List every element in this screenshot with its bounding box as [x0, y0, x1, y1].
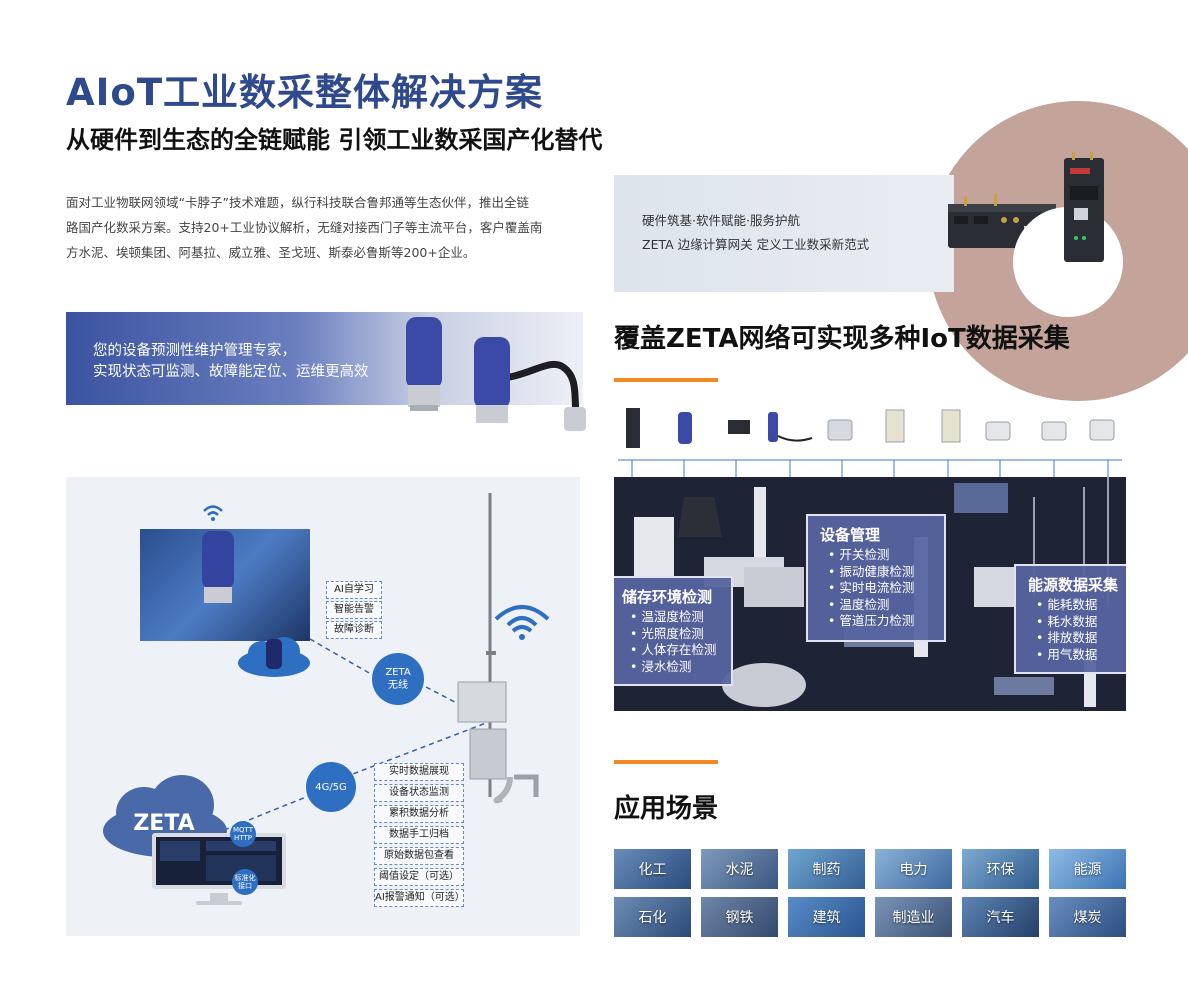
- zeta-sensor-image: [202, 531, 234, 603]
- applications-title: 应用场景: [614, 794, 719, 824]
- box-item: • 耗水数据: [1036, 613, 1098, 629]
- box-title: 设备管理: [820, 526, 881, 544]
- cellular-badge: 4G/5G: [306, 762, 356, 812]
- app-tile-coal[interactable]: 煤炭: [1049, 897, 1126, 937]
- intro-line: 路国产化数采方案。支持20+工业协议解析，无缝对接西门子等主流平台，客户覆盖南: [66, 220, 543, 235]
- equipment-management-box: 设备管理 • 开关检测 • 振动健康检测 • 实时电流检测 • 温度检测 • 管…: [806, 514, 946, 642]
- storage-environment-box: 储存环境检测 • 温湿度检测 • 光照度检测 • 人体存在检测 • 浸水检测: [614, 576, 733, 686]
- energy-data-box: 能源数据采集 • 能耗数据 • 耗水数据 • 排放数据 • 用气数据: [1014, 564, 1126, 674]
- banner-line: 实现状态可监测、故障能定位、运维更高效: [93, 364, 369, 380]
- badge-text: 接口: [238, 882, 252, 890]
- cloud-label: ZETA: [133, 811, 195, 836]
- box-item: • 光照度检测: [630, 625, 704, 641]
- app-tile-power[interactable]: 电力: [875, 849, 952, 889]
- platform-feature-label: 实时数据展现: [374, 763, 464, 781]
- box-item: • 温湿度检测: [630, 609, 704, 624]
- cloud-sensor-icon: [238, 637, 310, 677]
- sensor-device-row: [618, 408, 1122, 500]
- intro-line: 方水泥、埃顿集团、阿基拉、威立雅、圣戈班、斯泰必鲁斯等200+企业。: [66, 245, 476, 260]
- hardware-card: [614, 175, 954, 292]
- box-item: • 振动健康检测: [828, 563, 915, 579]
- app-tile-petrochemical[interactable]: 石化: [614, 897, 691, 937]
- page-title: AIoT工业数采整体解决方案: [66, 71, 544, 114]
- app-tile-energy[interactable]: 能源: [1049, 849, 1126, 889]
- badge-text: 标准化: [234, 874, 256, 882]
- box-item: • 排放数据: [1036, 630, 1098, 645]
- app-tile-environment[interactable]: 环保: [962, 849, 1039, 889]
- box-title: 能源数据采集: [1028, 576, 1119, 594]
- box-item: • 管道压力检测: [828, 613, 915, 628]
- box-item: • 实时电流检测: [828, 580, 915, 595]
- app-tile-steel[interactable]: 钢铁: [701, 897, 778, 937]
- hardware-card-description: ZETA 边缘计算网关 定义工业数采新范式: [642, 237, 870, 252]
- section-underline: [614, 378, 718, 382]
- zeta-wireless-badge: ZETA 无线: [372, 653, 424, 705]
- banner-line: 您的设备预测性维护管理专家，: [93, 343, 296, 359]
- platform-feature-label: AI报警通知（可选）: [374, 889, 465, 907]
- zeta-sensor-image: [406, 317, 586, 431]
- app-tile-automotive[interactable]: 汽车: [962, 897, 1039, 937]
- box-item: • 用气数据: [1036, 646, 1098, 662]
- platform-feature-label: 设备状态监测: [374, 784, 464, 802]
- monitor-image: [152, 833, 286, 905]
- app-tile-pharma[interactable]: 制药: [788, 849, 865, 889]
- intro-paragraph: 面对工业物联网领域“卡脖子”技术难题，纵行科技联合鲁邦通等生态伙伴，推出全链 路…: [66, 190, 582, 265]
- app-tile-chemical[interactable]: 化工: [614, 849, 691, 889]
- platform-feature-label: 累积数据分析: [374, 805, 464, 823]
- page-subtitle: 从硬件到生态的全链赋能 引领工业数采国产化替代: [66, 126, 603, 154]
- hardware-card-tagline: 硬件筑基·软件赋能·服务护航: [642, 213, 800, 228]
- standard-interface-badge: 标准化 接口: [232, 869, 258, 895]
- box-item: • 浸水检测: [630, 658, 692, 674]
- din-rail-gateway-image: [1064, 152, 1104, 262]
- box-item: • 温度检测: [828, 596, 890, 612]
- platform-feature-label: 阈值设定（可选）: [374, 868, 464, 886]
- box-title: 储存环境检测: [622, 588, 713, 606]
- platform-feature-label: 数据手工归档: [374, 826, 464, 844]
- app-tile-construction[interactable]: 建筑: [788, 897, 865, 937]
- badge-text: 无线: [388, 680, 408, 691]
- zeta-section-title: 覆盖ZETA网络可实现多种IoT数据采集: [614, 324, 1070, 354]
- badge-text: HTTP: [234, 834, 252, 842]
- ai-feature-label: 故障诊断: [326, 621, 382, 639]
- badge-text: MQTT: [233, 826, 253, 834]
- platform-feature-label: 原始数据包查看: [374, 847, 464, 865]
- box-item: • 能耗数据: [1036, 597, 1098, 612]
- app-tile-manufacturing[interactable]: 制造业: [875, 897, 952, 937]
- box-item: • 人体存在检测: [630, 642, 717, 657]
- industrial-scenario-panel: 储存环境检测 • 温湿度检测 • 光照度检测 • 人体存在检测 • 浸水检测 设…: [614, 477, 1126, 711]
- app-tile-cement[interactable]: 水泥: [701, 849, 778, 889]
- section-underline: [614, 760, 718, 764]
- badge-text: ZETA: [385, 667, 411, 678]
- ai-feature-label: AI自学习: [326, 581, 382, 599]
- intro-line: 面对工业物联网领域“卡脖子”技术难题，纵行科技联合鲁邦通等生态伙伴，推出全链: [66, 195, 529, 210]
- mqtt-badge: MQTT HTTP: [230, 821, 256, 847]
- ai-feature-label: 智能告警: [326, 601, 382, 619]
- architecture-diagram: AI自学习 智能告警 故障诊断 ZETA 无线 4G/5G ZETA MQTT …: [66, 477, 580, 936]
- wifi-icon: [203, 505, 223, 521]
- box-item: • 开关检测: [828, 547, 890, 562]
